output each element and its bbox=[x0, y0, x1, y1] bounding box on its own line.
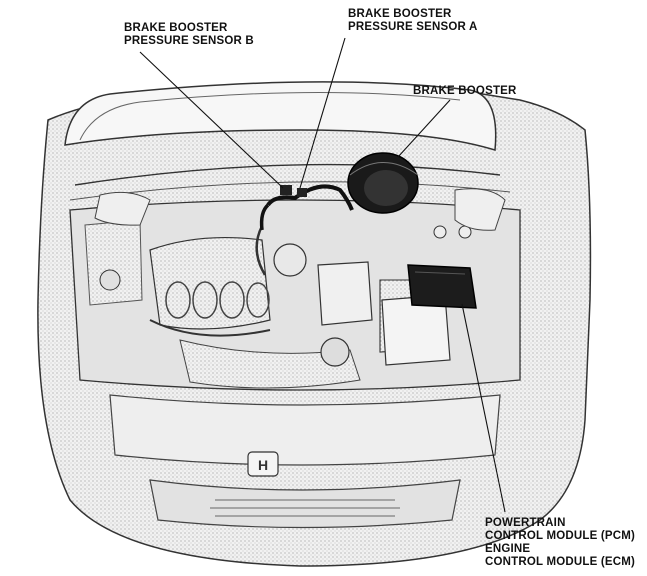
label-line: CONTROL MODULE (ECM) bbox=[485, 556, 636, 568]
label-brake-booster: BRAKE BOOSTER bbox=[413, 85, 517, 98]
brake-booster-component bbox=[347, 152, 419, 214]
leader-line-brake-booster bbox=[397, 99, 451, 158]
label-line: CONTROL MODULE (PCM) bbox=[485, 530, 636, 542]
vacuum-hose bbox=[259, 184, 354, 231]
leader-line-pcm bbox=[461, 303, 506, 513]
label-brake-booster-pressure-sensor-a: BRAKE BOOSTER PRESSURE SENSOR A bbox=[348, 8, 478, 34]
label-line: PRESSURE SENSOR B bbox=[124, 35, 254, 47]
leader-line-sensor-b bbox=[139, 51, 284, 189]
pcm-ecm-component bbox=[407, 264, 477, 309]
sensor-b-component bbox=[280, 185, 292, 195]
svg-text:H: H bbox=[258, 457, 268, 473]
label-line: POWERTRAIN bbox=[485, 517, 566, 529]
label-line: BRAKE BOOSTER bbox=[124, 22, 228, 34]
car-body: H bbox=[37, 81, 592, 567]
label-brake-booster-pressure-sensor-b: BRAKE BOOSTER PRESSURE SENSOR B bbox=[124, 22, 254, 48]
leader-line-sensor-a bbox=[299, 37, 346, 189]
label-line: ENGINE bbox=[485, 543, 531, 555]
leader-lines bbox=[139, 37, 506, 513]
label-line: BRAKE BOOSTER bbox=[413, 85, 517, 97]
label-line: BRAKE BOOSTER bbox=[348, 8, 452, 20]
label-pcm-ecm: POWERTRAIN CONTROL MODULE (PCM) ENGINE C… bbox=[485, 517, 635, 569]
sensor-a-component bbox=[297, 188, 307, 197]
engine-components bbox=[84, 188, 506, 389]
label-line: PRESSURE SENSOR A bbox=[348, 21, 478, 33]
